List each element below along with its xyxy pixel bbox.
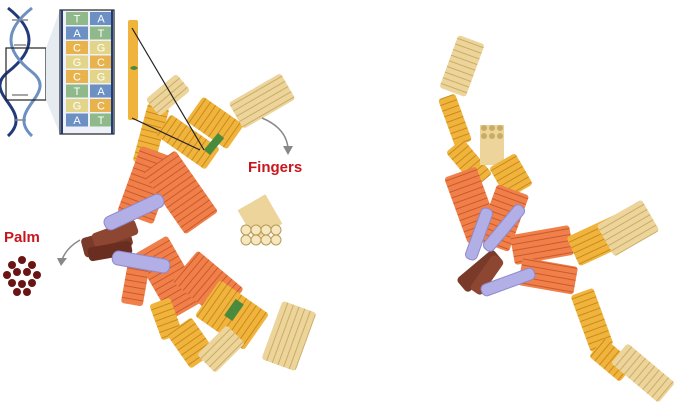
dna-patch [203, 133, 225, 155]
right-side-fingertip [597, 200, 659, 256]
right-connector [465, 207, 493, 261]
right-hand-model [438, 35, 674, 402]
base-cell [90, 55, 112, 69]
base-cell [66, 26, 88, 40]
base-letter: C [97, 57, 105, 69]
left-hand-model: Fingers Palm [3, 20, 316, 372]
base-cell [90, 99, 112, 112]
base-letter: A [97, 86, 105, 98]
right-top-fingertip [440, 35, 484, 97]
upper-finger [128, 20, 295, 169]
lower-finger [150, 280, 316, 372]
base-letter: A [73, 28, 81, 40]
base-letter: T [98, 115, 105, 127]
base-cell [90, 26, 112, 40]
base-letter: T [74, 86, 81, 98]
base-letter: G [97, 71, 106, 83]
lower-fingertip [262, 301, 316, 371]
base-letter: C [73, 42, 81, 54]
base-letter: A [73, 115, 81, 127]
fingers-label: Fingers [248, 159, 302, 176]
zoom-line-bottom [131, 117, 201, 151]
base-cell [90, 84, 112, 98]
left-connectors [103, 193, 171, 274]
base-cell [66, 113, 88, 127]
base-letter: A [97, 13, 105, 25]
dna-helix-icon [0, 6, 47, 138]
base-cell [66, 12, 88, 25]
base-cell [90, 41, 112, 54]
base-letter: C [73, 71, 81, 83]
base-cell [66, 70, 88, 83]
base-letter: G [97, 42, 106, 54]
single-helix-rod [128, 20, 138, 120]
finger-bundle-cross-section [237, 194, 283, 246]
base-letter: G [73, 57, 82, 69]
base-cell [90, 113, 112, 127]
zoom-line-top [131, 27, 205, 151]
palm-arrow [61, 239, 81, 261]
base-letter: T [98, 28, 105, 40]
palm-label: Palm [4, 229, 40, 246]
base-letter: T [74, 13, 81, 25]
base-cell [66, 41, 88, 54]
right-bundle [480, 125, 504, 165]
base-cell [66, 55, 88, 69]
base-cell [66, 84, 88, 98]
base-letter: C [97, 100, 105, 112]
base-letter: G [73, 100, 82, 112]
right-lower-fingertip [612, 344, 674, 402]
base-cell [90, 70, 112, 83]
palm-cross-section [3, 256, 41, 296]
upper-fingertip [229, 74, 295, 128]
fingers-arrow [261, 117, 289, 149]
base-cell [66, 99, 88, 112]
base-cell [90, 12, 112, 25]
